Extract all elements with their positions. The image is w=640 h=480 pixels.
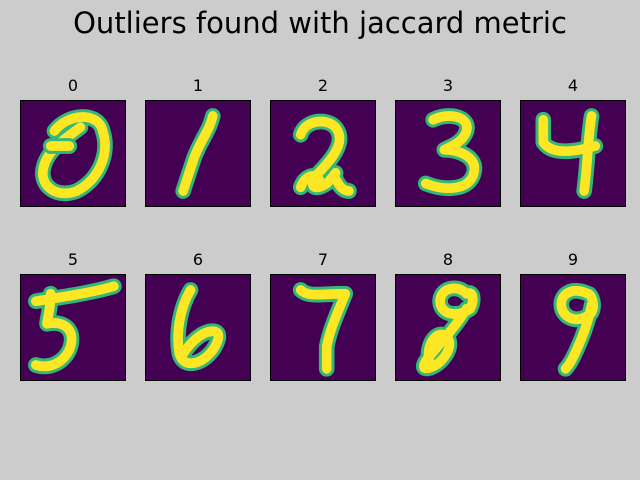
- digit-2-glyph: [271, 101, 375, 206]
- digit-7-glyph: [271, 275, 375, 380]
- panel-label: 6: [192, 250, 204, 269]
- digit-image: [395, 274, 501, 381]
- digit-1-glyph: [146, 101, 250, 206]
- digit-image: [20, 274, 126, 381]
- panel-label: 4: [567, 76, 579, 95]
- digit-6-glyph: [146, 275, 250, 380]
- digit-image: [395, 100, 501, 207]
- panel-label: 7: [317, 250, 329, 269]
- panel-label: 9: [567, 250, 579, 269]
- panel-label: 0: [67, 76, 79, 95]
- digit-image: [20, 100, 126, 207]
- digit-3-glyph: [396, 101, 500, 206]
- digit-panel: 4: [520, 76, 626, 207]
- panel-label: 1: [192, 76, 204, 95]
- digit-panel: 1: [145, 76, 251, 207]
- digit-5-glyph: [21, 275, 125, 380]
- digit-image: [145, 274, 251, 381]
- panel-label: 2: [317, 76, 329, 95]
- digit-9-glyph: [521, 275, 625, 380]
- digit-image: [270, 100, 376, 207]
- digit-panel: 8: [395, 250, 501, 381]
- panel-label: 5: [67, 250, 79, 269]
- digit-panel: 5: [20, 250, 126, 381]
- digit-panel: 3: [395, 76, 501, 207]
- digit-image: [145, 100, 251, 207]
- panel-label: 3: [442, 76, 454, 95]
- digit-panel: 0: [20, 76, 126, 207]
- figure-title: Outliers found with jaccard metric: [73, 6, 567, 40]
- digit-panel: 6: [145, 250, 251, 381]
- digit-panel: 9: [520, 250, 626, 381]
- digit-4-glyph: [521, 101, 625, 206]
- digit-0-glyph: [21, 101, 125, 206]
- digit-panel: 2: [270, 76, 376, 207]
- digit-panel: 7: [270, 250, 376, 381]
- digit-8-glyph: [396, 275, 500, 380]
- digit-image: [520, 100, 626, 207]
- digit-image: [520, 274, 626, 381]
- panel-label: 8: [442, 250, 454, 269]
- digit-image: [270, 274, 376, 381]
